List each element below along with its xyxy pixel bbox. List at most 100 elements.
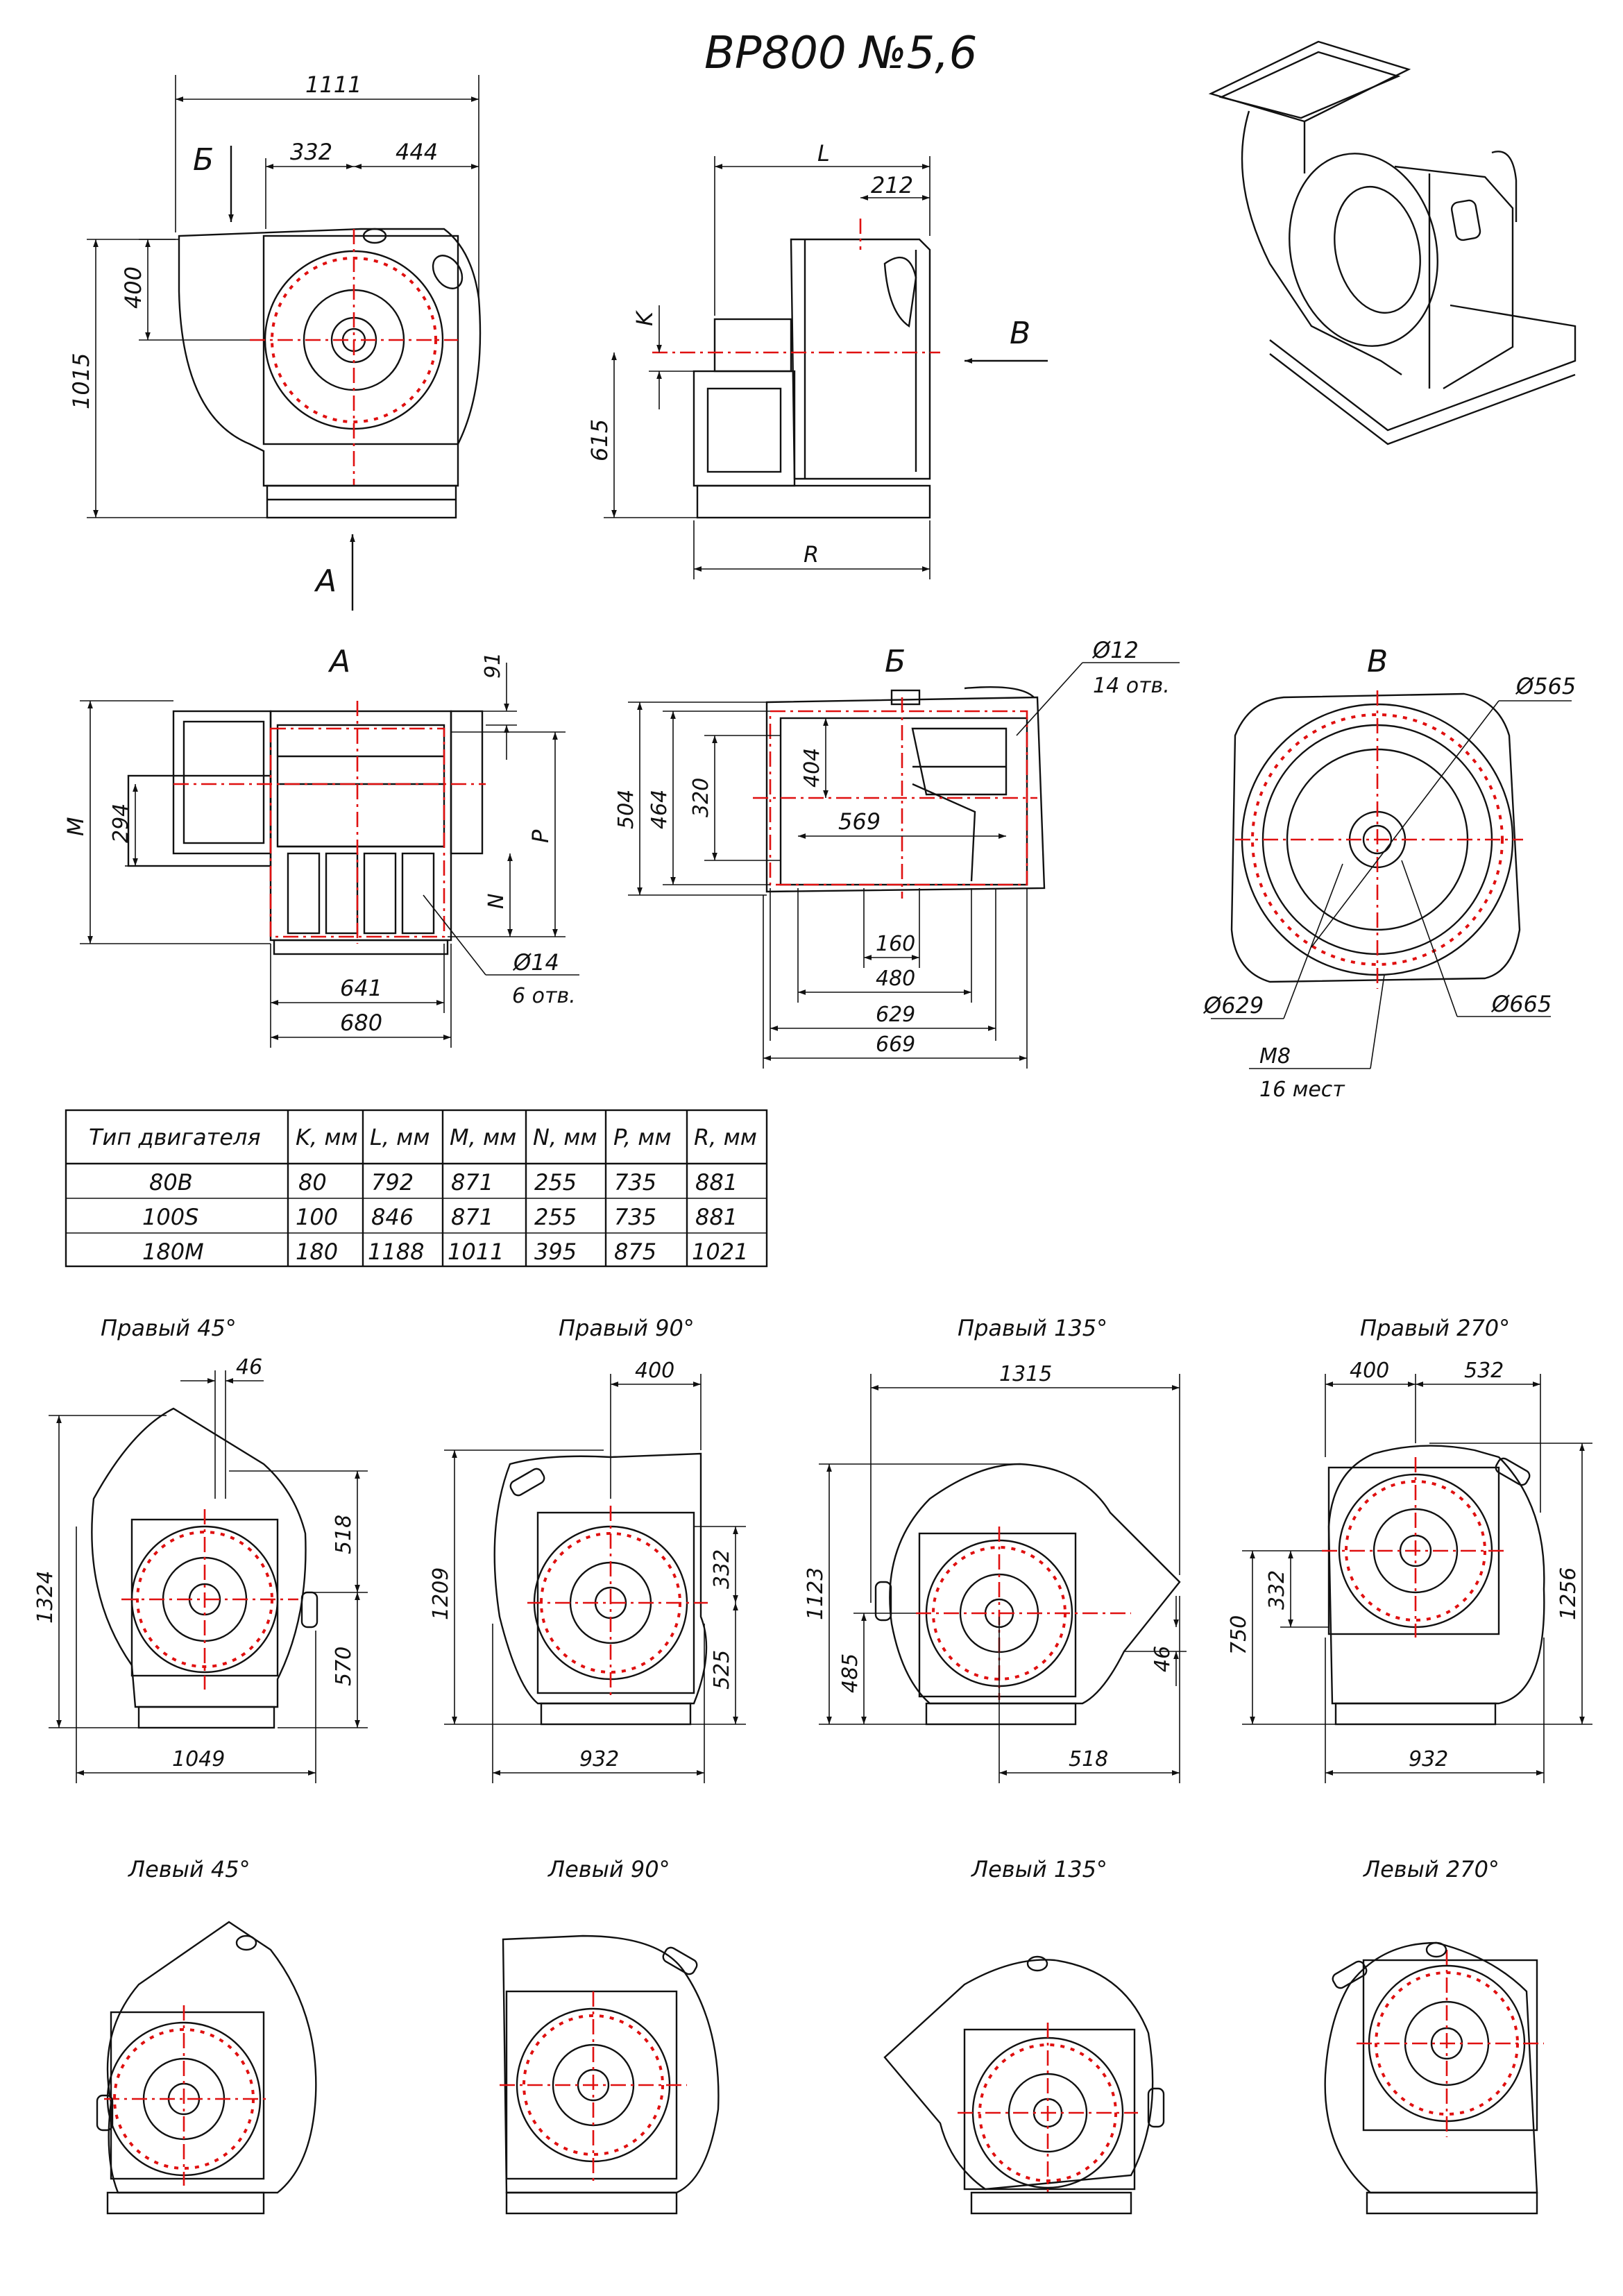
dim-669: 669 — [876, 1032, 915, 1057]
table-cell: 871 — [451, 1169, 493, 1196]
view-label-a: А — [314, 563, 337, 599]
position-right-135: Правый 135° 1315 1123 485 46 518 — [804, 1315, 1187, 1783]
dim-932: 932 — [579, 1747, 619, 1771]
dim-332: 332 — [1265, 1570, 1289, 1610]
table-cell: 180 — [296, 1239, 338, 1265]
view-a: А 91 M 294 P — [62, 644, 579, 1048]
table-cell: 1011 — [448, 1239, 504, 1265]
table-header: Тип двигателя — [89, 1124, 261, 1150]
dim-P: P — [527, 829, 554, 843]
main-front-view: 1111 332 444 400 1015 Б А — [68, 71, 482, 611]
position-label: Правый 270° — [1360, 1315, 1510, 1341]
table-header: N, мм — [533, 1124, 597, 1150]
dim-332: 332 — [710, 1549, 734, 1589]
dim-932: 932 — [1409, 1747, 1448, 1771]
dim-404: 404 — [800, 748, 824, 788]
dim-400: 400 — [120, 266, 146, 309]
dim-N: N — [484, 894, 509, 909]
dim-615: 615 — [586, 419, 613, 461]
dim-320: 320 — [689, 778, 713, 817]
dim-160: 160 — [876, 932, 915, 956]
dim-464: 464 — [647, 790, 672, 829]
dim-294: 294 — [109, 803, 133, 843]
view-v-title: В — [1367, 644, 1388, 679]
dim-1049: 1049 — [172, 1747, 225, 1771]
motor-table: Тип двигателя K, мм L, мм M, мм N, мм P,… — [65, 1109, 768, 1268]
view-b-title: Б — [885, 644, 906, 679]
dim-L: L — [817, 140, 830, 167]
drawing-title: ВР800 №5,6 — [704, 28, 977, 79]
table-header: R, мм — [694, 1124, 757, 1150]
position-left-270: Левый 270° — [1324, 1856, 1544, 2215]
dim-480: 480 — [876, 967, 915, 991]
position-label: Правый 90° — [559, 1315, 695, 1341]
view-label-b: Б — [193, 142, 214, 178]
dim-332: 332 — [290, 139, 332, 165]
view-a-title: А — [328, 644, 350, 679]
dim-532: 532 — [1464, 1359, 1504, 1383]
view-v-thread-count: 16 мест — [1259, 1078, 1345, 1102]
table-cell: 395 — [534, 1239, 577, 1265]
dim-518: 518 — [1069, 1747, 1108, 1771]
dim-1015: 1015 — [68, 353, 94, 409]
dim-1324: 1324 — [33, 1571, 58, 1624]
table-header: K, мм — [296, 1124, 358, 1150]
position-label: Левый 135° — [971, 1856, 1107, 1882]
table-cell: 180M — [142, 1239, 204, 1265]
dim-629: 629 — [876, 1003, 915, 1027]
view-a-hole-diameter: Ø14 — [512, 949, 559, 976]
dim-504: 504 — [614, 790, 638, 829]
table-cell: 1021 — [692, 1239, 748, 1265]
dim-91: 91 — [481, 652, 505, 679]
position-label: Правый 45° — [101, 1315, 237, 1341]
dim-46: 46 — [236, 1355, 262, 1379]
dim-1315: 1315 — [999, 1362, 1052, 1386]
isometric-view — [1208, 40, 1577, 445]
table-cell: 255 — [534, 1169, 577, 1196]
dim-K: K — [631, 309, 658, 326]
table-cell: 80 — [298, 1169, 327, 1196]
table-cell: 846 — [371, 1204, 414, 1230]
view-v-dim-565: Ø565 — [1515, 673, 1576, 699]
dim-R: R — [804, 541, 819, 568]
table-cell: 80B — [149, 1169, 193, 1196]
table-header: P, мм — [613, 1124, 672, 1150]
dim-1123: 1123 — [804, 1567, 828, 1620]
table-cell: 735 — [614, 1169, 656, 1196]
position-label: Левый 45° — [128, 1856, 250, 1882]
dim-570: 570 — [332, 1647, 356, 1686]
dim-485: 485 — [838, 1653, 863, 1693]
position-right-90: Правый 90° 400 1209 332 525 932 — [429, 1315, 746, 1783]
view-label-v: В — [1010, 316, 1030, 351]
table-cell: 881 — [695, 1204, 738, 1230]
table-header: M, мм — [450, 1124, 516, 1150]
dim-750: 750 — [1227, 1615, 1251, 1655]
dim-641: 641 — [340, 975, 382, 1001]
table-cell: 881 — [695, 1169, 738, 1196]
view-v: В Ø565 Ø629 Ø665 М8 16 мест — [1203, 644, 1576, 1102]
table-cell: 875 — [614, 1239, 656, 1265]
position-label: Правый 135° — [958, 1315, 1107, 1341]
table-cell: 735 — [614, 1204, 656, 1230]
table-cell: 255 — [534, 1204, 577, 1230]
view-a-hole-count: 6 отв. — [512, 984, 576, 1008]
view-v-dim-665: Ø665 — [1490, 991, 1552, 1017]
view-v-thread: М8 — [1259, 1044, 1291, 1069]
dim-680: 680 — [340, 1010, 382, 1036]
position-left-45: Левый 45° — [96, 1856, 317, 2215]
dim-46: 46 — [1150, 1646, 1175, 1672]
dim-212: 212 — [871, 172, 913, 198]
view-b: Б 504 464 320 404 569 160 — [614, 637, 1180, 1069]
table-cell: 1188 — [368, 1239, 424, 1265]
position-label: Левый 270° — [1363, 1856, 1499, 1882]
table-cell: 792 — [371, 1169, 414, 1196]
table-cell: 871 — [451, 1204, 493, 1230]
dim-1256: 1256 — [1556, 1567, 1581, 1620]
view-v-dim-629: Ø629 — [1203, 992, 1264, 1019]
table-cell: 100S — [142, 1204, 198, 1230]
dim-1111: 1111 — [305, 71, 362, 98]
view-b-hole-diameter: Ø12 — [1091, 637, 1139, 663]
dim-400: 400 — [635, 1359, 674, 1383]
dim-518: 518 — [332, 1515, 356, 1554]
